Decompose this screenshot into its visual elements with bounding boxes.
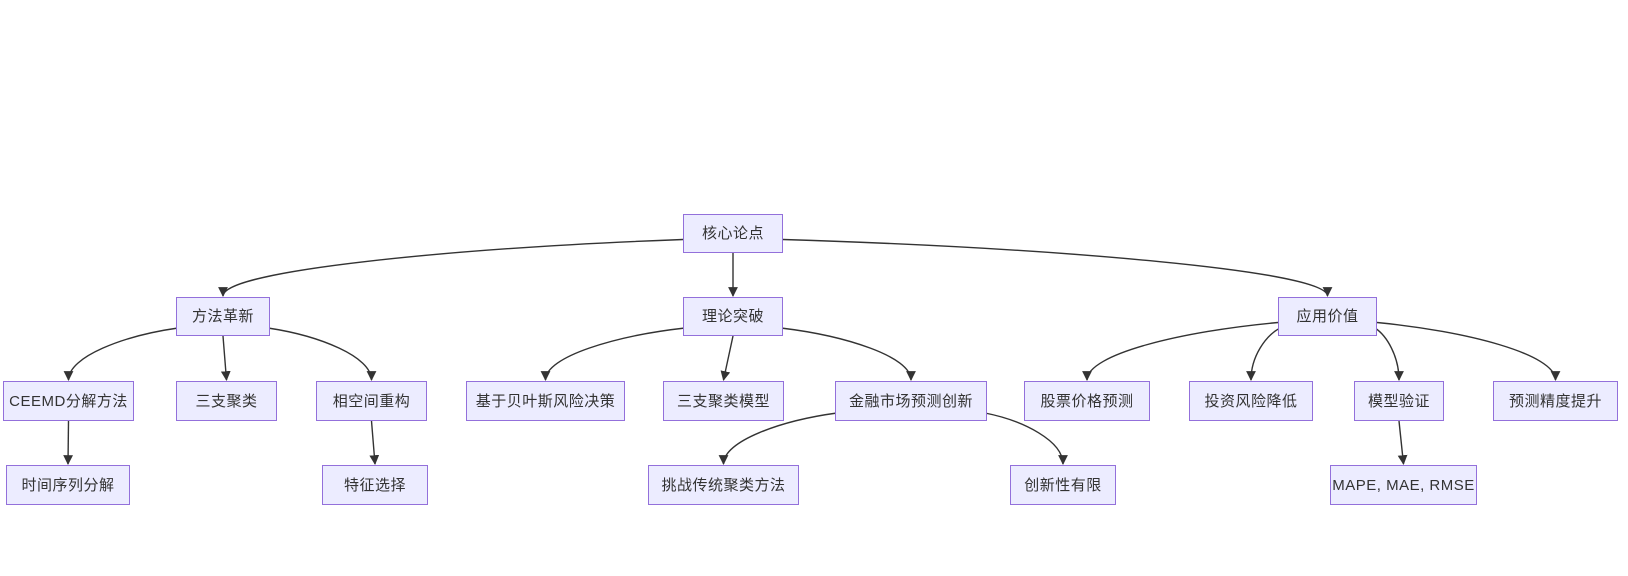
edge-theory-finance — [780, 327, 916, 381]
node-label-ceemd: CEEMD分解方法 — [9, 392, 128, 410]
flowchart-node-finance: 金融市场预测创新 — [835, 381, 987, 421]
edge-ceemd-tsdecomp — [63, 420, 74, 465]
flowchart-node-bayes: 基于贝叶斯风险决策 — [466, 381, 625, 421]
flowchart-node-threeway: 三支聚类 — [176, 381, 277, 421]
edge-root-method — [218, 238, 684, 297]
edge-method-phase — [267, 327, 377, 381]
node-label-applied: 应用价值 — [1296, 308, 1359, 325]
flowchart-node-theory: 理论突破 — [683, 297, 783, 336]
flowchart-node-challenge: 挑战传统聚类方法 — [648, 465, 799, 505]
flowchart-node-feature: 特征选择 — [322, 465, 428, 505]
edge-applied-stock — [1082, 321, 1279, 381]
edge-theory-bayes — [540, 327, 686, 381]
edge-applied-validate — [1374, 327, 1404, 381]
edge-phase-feature — [369, 420, 380, 465]
node-label-invest: 投资风险降低 — [1204, 392, 1298, 410]
node-label-feature: 特征选择 — [343, 476, 406, 494]
flowchart-node-twmodel: 三支聚类模型 — [663, 381, 784, 421]
flowchart-node-tsdecomp: 时间序列分解 — [6, 465, 130, 505]
node-label-limited: 创新性有限 — [1024, 476, 1102, 494]
flowchart-node-method: 方法革新 — [176, 297, 270, 336]
edge-method-ceemd — [63, 327, 179, 381]
node-label-accuracy: 预测精度提升 — [1508, 392, 1602, 410]
flowchart-node-phase: 相空间重构 — [316, 381, 427, 421]
flowchart-node-stock: 股票价格预测 — [1024, 381, 1150, 421]
flowchart-node-metrics: MAPE, MAE, RMSE — [1330, 465, 1477, 505]
node-label-metrics: MAPE, MAE, RMSE — [1332, 476, 1475, 494]
edge-validate-metrics — [1397, 420, 1408, 465]
node-label-theory: 理论突破 — [701, 308, 764, 325]
flowchart-node-validate: 模型验证 — [1354, 381, 1444, 421]
edge-applied-invest — [1246, 327, 1281, 381]
flowchart-node-invest: 投资风险降低 — [1189, 381, 1313, 421]
node-label-method: 方法革新 — [191, 308, 254, 325]
node-label-root: 核心论点 — [701, 225, 764, 242]
edge-theory-twmodel — [720, 335, 734, 381]
flowchart-node-applied: 应用价值 — [1278, 297, 1377, 336]
flowchart-node-limited: 创新性有限 — [1010, 465, 1116, 505]
flowchart-node-ceemd: CEEMD分解方法 — [3, 381, 134, 421]
node-label-finance: 金融市场预测创新 — [848, 392, 973, 410]
node-label-threeway: 三支聚类 — [195, 392, 258, 410]
node-label-validate: 模型验证 — [1367, 392, 1430, 410]
edge-method-threeway — [220, 335, 231, 381]
node-label-bayes: 基于贝叶斯风险决策 — [475, 392, 616, 410]
node-label-phase: 相空间重构 — [332, 392, 411, 410]
node-label-tsdecomp: 时间序列分解 — [21, 476, 115, 494]
flowchart-node-root: 核心论点 — [683, 214, 783, 253]
node-label-twmodel: 三支聚类模型 — [676, 392, 770, 410]
node-label-challenge: 挑战传统聚类方法 — [661, 476, 786, 494]
edge-applied-accuracy — [1376, 321, 1561, 381]
node-label-stock: 股票价格预测 — [1040, 392, 1134, 410]
flowchart-node-accuracy: 预测精度提升 — [1493, 381, 1618, 421]
edge-root-applied — [782, 238, 1333, 297]
